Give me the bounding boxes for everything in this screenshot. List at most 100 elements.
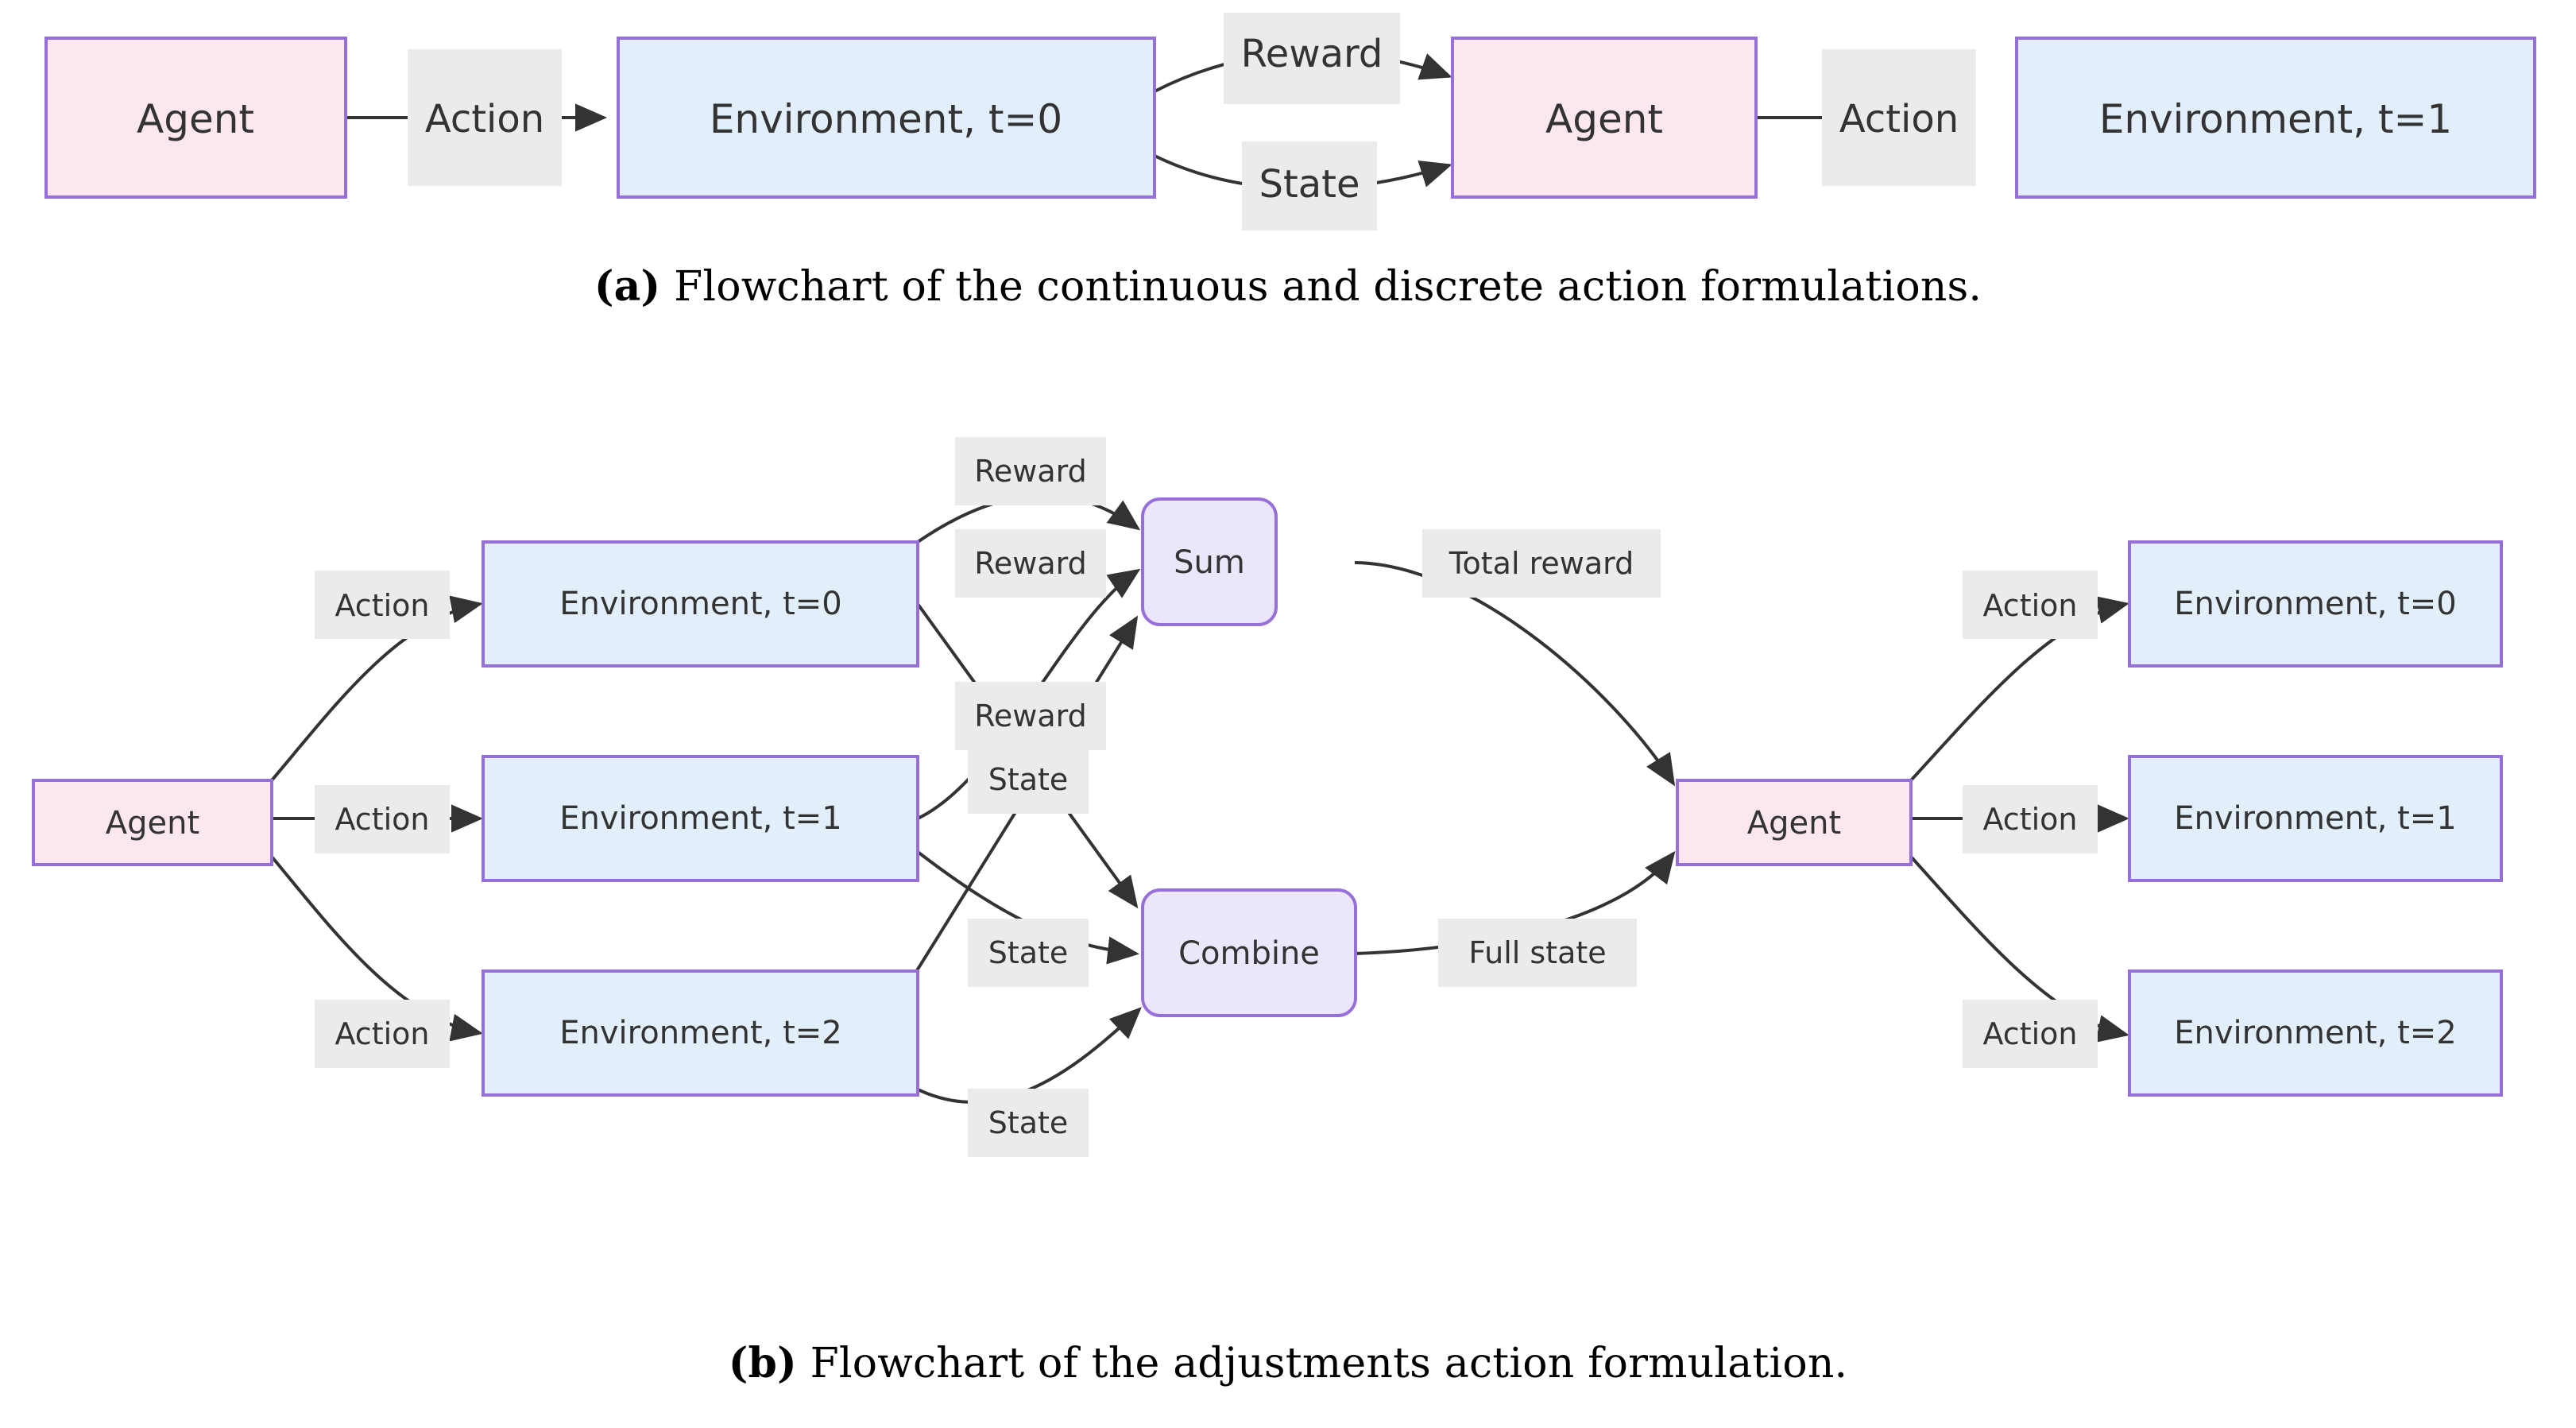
edge-label-text: Reward (1241, 32, 1383, 76)
edge-label-action-bl2: Action (315, 1000, 450, 1068)
edge-label-bg (315, 1000, 450, 1068)
edge-label-bg (1963, 1000, 2098, 1068)
edge-label-bg (315, 571, 450, 639)
node-agent-a-0[interactable]: Agent (44, 37, 347, 199)
edge-label-text: Action (1982, 588, 2077, 623)
edge-label-bg (315, 785, 450, 853)
flowchart-a-svg: Agent Environment, t=0 Agent Environment… (44, 13, 2536, 230)
node-label: Environment, t=1 (559, 800, 842, 837)
node-environment-b-right-t0[interactable]: Environment, t=0 (2128, 540, 2503, 668)
node-box (1141, 888, 1357, 1017)
edge-label-action-br2: Action (1963, 1000, 2098, 1068)
edge-label-text: Action (335, 1016, 429, 1051)
edge-label-bg (968, 1089, 1089, 1157)
edge-label-text: Action (335, 588, 429, 623)
node-box (2015, 37, 2536, 199)
edge-label-text: Reward (974, 699, 1087, 733)
edge-label-state-b1: State (968, 919, 1089, 987)
caption-a: (a) Flowchart of the continuous and disc… (0, 262, 2576, 311)
node-environment-b-right-t2[interactable]: Environment, t=2 (2128, 969, 2503, 1097)
flowchart-panel-a: Agent Environment, t=0 Agent Environment… (0, 0, 2576, 238)
node-box (1451, 37, 1758, 199)
edge-label-text: State (988, 762, 1069, 797)
edge-label-action-br0: Action (1963, 571, 2098, 639)
node-label: Environment, t=1 (2099, 96, 2452, 142)
node-box (482, 755, 919, 882)
node-operator-sum[interactable]: Sum (1141, 497, 1278, 626)
caption-b-tag: (b) (728, 1339, 797, 1387)
node-box (1676, 779, 1913, 866)
edge-label-text: Reward (974, 454, 1087, 489)
node-box (482, 540, 919, 668)
edge-label-reward-a: Reward (1224, 13, 1400, 104)
node-label: Agent (137, 96, 254, 142)
node-label: Environment, t=1 (2174, 800, 2457, 837)
node-environment-b-left-t0[interactable]: Environment, t=0 (482, 540, 919, 668)
edge-label-bg (1422, 529, 1661, 598)
edge-label-action-a0: Action (408, 49, 562, 186)
node-operator-combine[interactable]: Combine (1141, 888, 1357, 1017)
node-box (617, 37, 1156, 199)
edge-label-action-bl1: Action (315, 785, 450, 853)
node-environment-a-t1[interactable]: Environment, t=1 (2015, 37, 2536, 199)
node-label: Environment, t=0 (2174, 586, 2457, 622)
node-environment-b-right-t1[interactable]: Environment, t=1 (2128, 755, 2503, 882)
node-agent-b-right[interactable]: Agent (1676, 779, 1913, 866)
node-box (2128, 755, 2503, 882)
caption-a-tag: (a) (594, 262, 661, 311)
edge-label-text: Total reward (1449, 546, 1634, 581)
node-box (1141, 497, 1278, 626)
edge-label-bg (1224, 13, 1400, 104)
edge-label-bg (1242, 141, 1377, 230)
edge-label-reward-b0: Reward (955, 437, 1106, 505)
edge-label-reward-b2: Reward (955, 682, 1106, 750)
edge-label-bg (1822, 49, 1976, 186)
caption-b: (b) Flowchart of the adjustments action … (0, 1339, 2576, 1387)
edge-label-text: Reward (974, 546, 1087, 581)
edge-label-total-reward: Total reward (1422, 529, 1661, 598)
edge-label-bg (408, 49, 562, 186)
edge-label-action-br1: Action (1963, 785, 2098, 853)
edge-label-bg (955, 682, 1106, 750)
node-agent-b-left[interactable]: Agent (32, 779, 273, 866)
edge-label-text: Action (1982, 1016, 2077, 1051)
node-environment-b-left-t1[interactable]: Environment, t=1 (482, 755, 919, 882)
node-environment-b-left-t2[interactable]: Environment, t=2 (482, 969, 919, 1097)
node-label: Environment, t=0 (559, 586, 842, 622)
edge-label-bg (968, 745, 1089, 814)
flowchart-panel-b: Agent Environment, t=0 Environment, t=1 … (0, 366, 2576, 1319)
node-label: Agent (1545, 96, 1663, 142)
node-label: Environment, t=2 (559, 1015, 842, 1051)
edge-label-reward-b1: Reward (955, 529, 1106, 598)
node-label: Environment, t=2 (2174, 1015, 2457, 1051)
edge-label-bg (1963, 785, 2098, 853)
node-label: Agent (1747, 805, 1841, 842)
edge-label-text: Action (1982, 802, 2077, 837)
node-box (44, 37, 347, 199)
node-label: Environment, t=0 (710, 96, 1062, 142)
edge-label-text: Full state (1468, 935, 1606, 970)
node-label: Sum (1174, 544, 1245, 581)
edge-sum-agentR (1354, 561, 1676, 787)
edge-env2-combine-state (880, 1007, 1142, 1104)
edge-label-text: State (988, 935, 1069, 970)
edge-label-text: Action (1839, 97, 1959, 141)
edge-label-action-a1: Action (1822, 49, 1976, 186)
edge-label-bg (968, 919, 1089, 987)
edge-label-bg (955, 437, 1106, 505)
node-agent-a-1[interactable]: Agent (1451, 37, 1758, 199)
edge-label-state-b0: State (968, 745, 1089, 814)
edge-label-text: State (1259, 162, 1360, 207)
edge-label-text: State (988, 1105, 1069, 1140)
edge-label-action-bl0: Action (315, 571, 450, 639)
edge-label-state-a: State (1242, 141, 1377, 230)
node-environment-a-t0[interactable]: Environment, t=0 (617, 37, 1156, 199)
caption-b-text: Flowchart of the adjustments action form… (796, 1340, 1848, 1387)
node-box (32, 779, 273, 866)
node-label: Agent (106, 805, 199, 842)
node-label: Combine (1178, 935, 1320, 972)
node-box (482, 969, 919, 1097)
caption-a-text: Flowchart of the continuous and discrete… (660, 263, 1982, 311)
node-box (2128, 540, 2503, 668)
